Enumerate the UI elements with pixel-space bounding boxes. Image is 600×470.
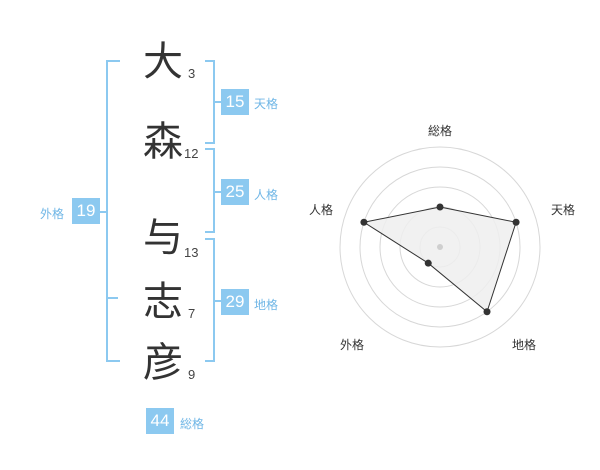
chikaku-value: 29 — [221, 289, 249, 315]
soukaku-label: 総格 — [180, 417, 205, 431]
tenkaku-bracket-tick — [213, 101, 221, 103]
stroke-count-2: 12 — [184, 146, 199, 161]
gaikaku-bracket — [106, 60, 120, 362]
radar-label-left: 人格 — [309, 203, 334, 217]
radar-point-2 — [512, 218, 520, 226]
stroke-count-1: 3 — [188, 66, 196, 81]
jinkaku-value: 25 — [221, 179, 249, 205]
name-char-5: 彦 — [143, 340, 183, 386]
soukaku-value: 44 — [146, 408, 174, 434]
jinkaku-label: 人格 — [254, 188, 279, 202]
radar-point-1 — [436, 203, 444, 211]
gaikaku-value: 19 — [72, 198, 100, 224]
jinkaku-bracket-tick — [213, 191, 221, 193]
name-char-3: 与 — [143, 215, 183, 261]
radar-label-right: 天格 — [551, 203, 576, 217]
radar-ring — [359, 166, 521, 328]
jinkaku-bracket — [205, 148, 215, 233]
stroke-count-4: 7 — [188, 306, 196, 321]
chikaku-bracket-tick — [213, 300, 221, 302]
radar-label-bottom-left: 外格 — [340, 338, 365, 352]
name-char-4: 志 — [143, 279, 183, 325]
radar-points — [360, 203, 520, 316]
gaikaku-bracket-tick — [98, 211, 106, 213]
radar-point-5 — [360, 218, 368, 226]
tenkaku-label: 天格 — [254, 97, 279, 111]
chikaku-label: 地格 — [254, 298, 279, 312]
name-char-2: 森 — [143, 119, 183, 165]
radar-center — [437, 244, 443, 250]
radar-point-3 — [483, 308, 491, 316]
name-char-1: 大 — [143, 39, 183, 85]
radar-label-top: 総格 — [428, 124, 453, 138]
stroke-count-3: 13 — [184, 245, 199, 260]
gaikaku-label: 外格 — [40, 207, 65, 221]
tenkaku-value: 15 — [221, 89, 249, 115]
radar-label-bottom-right: 地格 — [512, 338, 537, 352]
radar-polygon — [362, 206, 517, 313]
radar-ring — [339, 146, 541, 348]
gaikaku-bracket-split — [106, 297, 118, 299]
stroke-count-5: 9 — [188, 367, 196, 382]
radar-point-4 — [424, 259, 432, 267]
